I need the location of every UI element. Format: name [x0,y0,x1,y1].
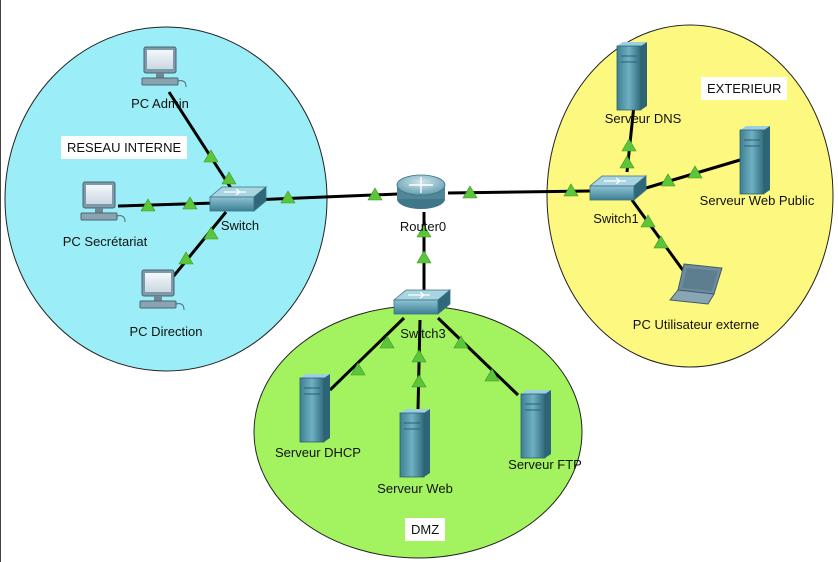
zone-exterieur [546,24,834,368]
pc-direction-label: PC Direction [129,324,203,339]
pc-secretariat-label: PC Secrétariat [62,234,148,249]
zone-label-exterieur: EXTERIEUR [701,77,788,100]
serveur-dns-icon[interactable] [616,41,648,111]
pc-admin-label: PC Admin [131,96,189,111]
switch-icon[interactable] [209,186,267,212]
switch1-label: Switch1 [593,211,639,226]
serveur-ftp-label: Serveur FTP [508,457,582,472]
link-pcsecretariat-switch [117,201,217,208]
link-pcdirection-switch [166,211,228,284]
serveur-web-public-icon[interactable] [739,125,771,195]
switch1-icon[interactable] [589,175,647,201]
serveur-web-label: Serveur Web [377,481,453,496]
zone-reseau-interne [4,26,328,372]
link-switch3-ftp [436,316,520,397]
pc-utilisateur-externe-label: PC Utilisateur externe [632,317,760,332]
serveur-web-icon[interactable] [399,408,431,478]
serveur-dns-label: Serveur DNS [604,111,682,126]
switch-label: Switch [220,218,260,233]
window-border [0,0,1,562]
link-switch3-dhcp [328,316,406,392]
serveur-ftp-icon[interactable] [520,389,552,459]
link-switch3-web [416,319,422,411]
switch3-icon[interactable] [393,289,451,315]
serveur-dhcp-icon[interactable] [299,373,331,443]
zone-label-dmz: DMZ [405,518,446,541]
router0-label: Router0 [399,219,447,234]
serveur-dhcp-label: Serveur DHCP [275,445,361,460]
link-status-indicator [416,250,432,264]
switch3-label: Switch3 [400,326,446,341]
zone-label-reseau-interne: RESEAU INTERNE [61,136,188,159]
router-icon[interactable] [396,174,446,210]
serveur-web-public-label: Serveur Web Public [699,193,815,208]
